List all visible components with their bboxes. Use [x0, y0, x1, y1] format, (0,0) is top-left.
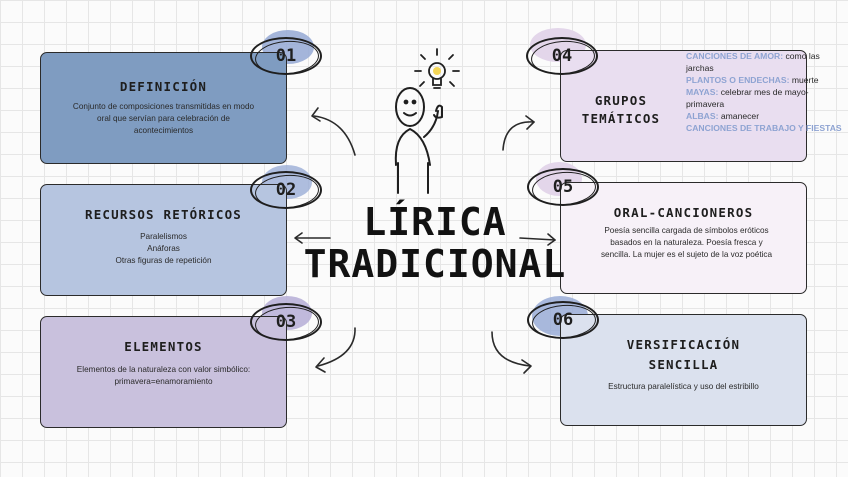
card-versificacion-title-2: SENCILLA	[648, 357, 719, 372]
card-definicion-title: DEFINICIÓN	[119, 79, 208, 94]
badge-02: 02	[250, 171, 322, 209]
card-recursos-title: RECURSOS RETÓRICOS	[84, 207, 243, 222]
badge-04: 04	[526, 37, 598, 75]
badge-05: 05	[527, 168, 599, 206]
card-grupos-title-2: TEMÁTICOS	[581, 111, 661, 126]
main-title-line-1: LÍRICA	[363, 200, 507, 244]
topic-item: PLANTOS O ENDECHAS: muerte	[686, 75, 819, 85]
main-title-line-2: TRADICIONAL	[303, 242, 567, 286]
topic-item: ALBAS: amanecer	[686, 111, 760, 121]
card-grupos-title-1: GRUPOS	[594, 93, 648, 108]
topic-item: CANCIONES DE TRABAJO Y FIESTAS	[686, 123, 842, 133]
card-oral-title: ORAL-CANCIONEROS	[613, 205, 754, 220]
topic-item: MAYAS: celebrar mes de mayo-primavera	[686, 87, 809, 109]
card-recursos: RECURSOS RETÓRICOS Paralelismos Anáforas…	[40, 184, 287, 296]
card-versificacion-body: Estructura paralelística y uso del estri…	[608, 382, 759, 391]
badge-06: 06	[527, 301, 599, 339]
card-elementos-title: ELEMENTOS	[124, 339, 203, 354]
stick-figure-icon	[394, 48, 460, 194]
card-grupos: GRUPOS TEMÁTICOS	[560, 50, 807, 162]
topic-item: CANCIONES DE AMOR: como las jarchas	[686, 51, 820, 73]
lightbulb-icon	[414, 48, 460, 89]
card-versificacion: VERSIFICACIÓN SENCILLA Estructura parale…	[560, 314, 807, 426]
topic-list: CANCIONES DE AMOR: como las jarchas PLAN…	[686, 50, 844, 134]
card-versificacion-title-1: VERSIFICACIÓN	[626, 337, 741, 352]
badge-01: 01	[250, 37, 322, 75]
card-oral-body: Poesía sencilla cargada de símbolos erót…	[600, 226, 773, 259]
card-elementos-body: Elementos de la naturaleza con valor sim…	[76, 365, 251, 386]
card-elementos: ELEMENTOS Elementos de la naturaleza con…	[40, 316, 287, 428]
card-definicion: DEFINICIÓN Conjunto de composiciones tra…	[40, 52, 287, 164]
card-recursos-body: Paralelismos Anáforas Otras figuras de r…	[115, 232, 212, 265]
card-oral: ORAL-CANCIONEROS Poesía sencilla cargada…	[560, 182, 807, 294]
card-definicion-body: Conjunto de composiciones transmitidas e…	[72, 102, 255, 135]
badge-03: 03	[250, 303, 322, 341]
